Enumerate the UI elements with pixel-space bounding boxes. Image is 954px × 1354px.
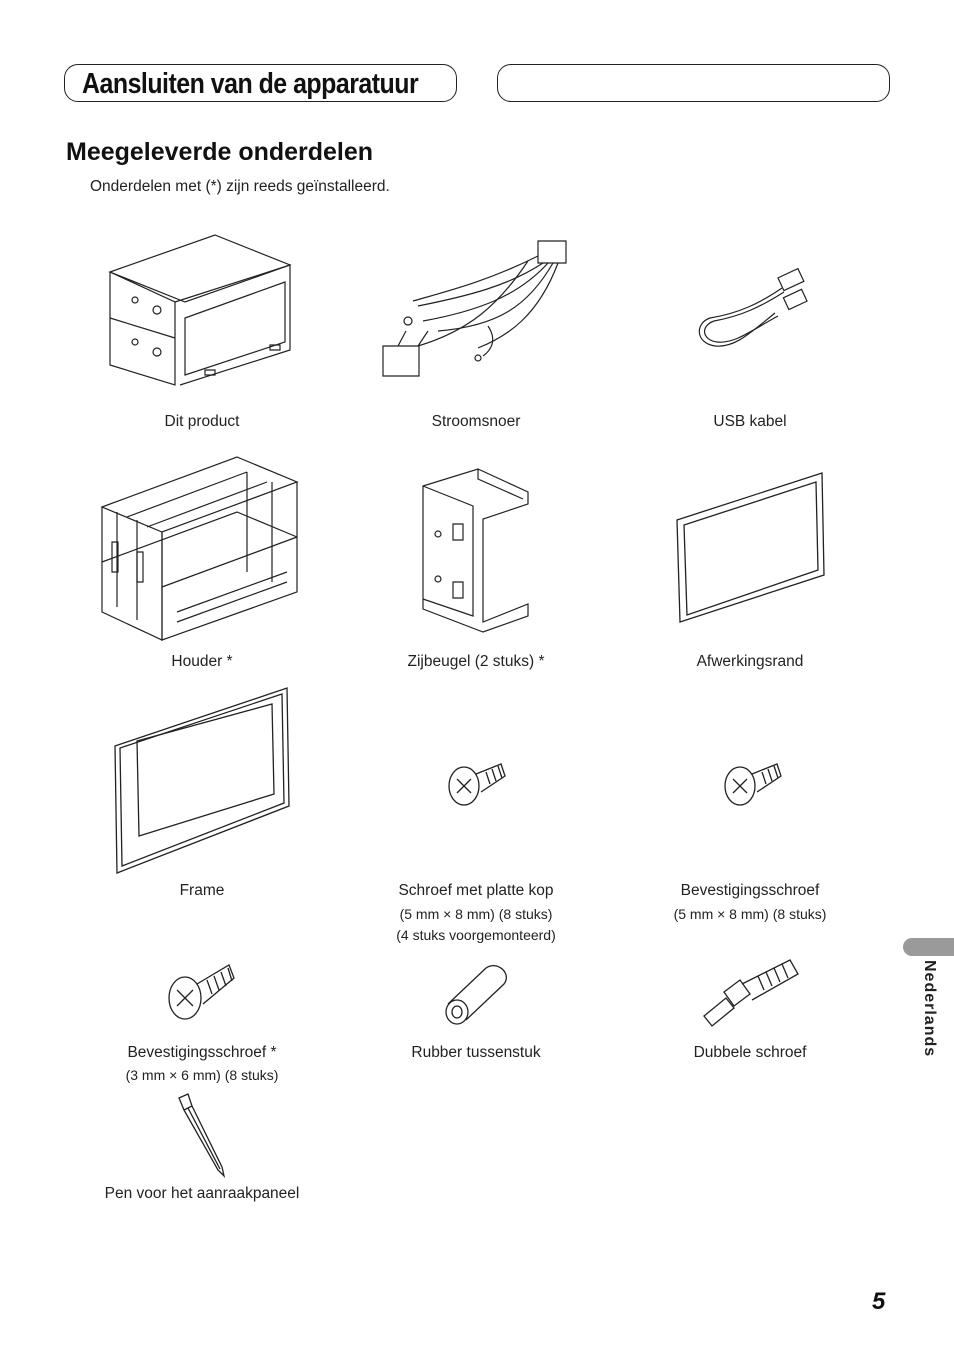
item-label-fixing-screw: Bevestigingsschroef [680,882,820,899]
item-label-touch-pen: Pen voor het aanraakpaneel [104,1185,300,1202]
head-unit-icon [105,230,300,390]
item-label-frame: Frame [179,882,225,899]
item-label-fixing-screw-small: Bevestigingsschroef * [127,1044,277,1061]
side-bracket-icon [418,464,533,634]
item-label-rubber-bush: Rubber tussenstuk [411,1044,541,1061]
intro-text: Onderdelen met (*) zijn reeds geïnstalle… [90,178,390,195]
section-title: Aansluiten van de apparatuur [82,68,419,100]
trim-ring-icon [672,470,828,625]
page-number: 5 [872,1288,886,1315]
fixing-screw-icon [722,756,784,808]
item-note-flat-head-screw-size: (5 mm × 8 mm) (8 stuks) [399,906,553,922]
double-screw-icon [700,958,802,1030]
language-label: Nederlands [921,960,938,1058]
item-note-flat-head-screw-premounted: (4 stuks voorgemonteerd) [396,927,556,943]
section-title-frame [64,64,457,102]
subsection-title: Meegeleverde onderdelen [66,138,374,166]
holder-cage-icon [97,452,303,644]
rubber-bush-icon [442,960,512,1026]
fixing-screw-small-icon [165,960,237,1022]
power-cable-icon [378,236,578,386]
item-label-holder: Houder * [171,653,233,670]
item-label-power-cable: Stroomsnoer [431,413,521,430]
header-blank-frame [497,64,890,102]
item-label-side-bracket: Zijbeugel (2 stuks) * [407,653,545,670]
language-tab [903,938,954,956]
item-label-flat-head-screw: Schroef met platte kop [398,882,554,899]
item-note-fixing-screw-size: (5 mm × 8 mm) (8 stuks) [673,906,827,922]
touch-pen-icon [176,1092,232,1180]
item-label-double-screw: Dubbele schroef [693,1044,807,1061]
item-note-fixing-screw-small-size: (3 mm × 6 mm) (8 stuks) [125,1067,279,1083]
item-label-trim-ring: Afwerkingsrand [696,653,804,670]
item-label-product: Dit product [164,413,240,430]
item-label-usb-cable: USB kabel [713,413,787,430]
flat-head-screw-icon [446,756,508,808]
frame-icon [112,686,292,876]
usb-cable-icon [690,268,815,353]
